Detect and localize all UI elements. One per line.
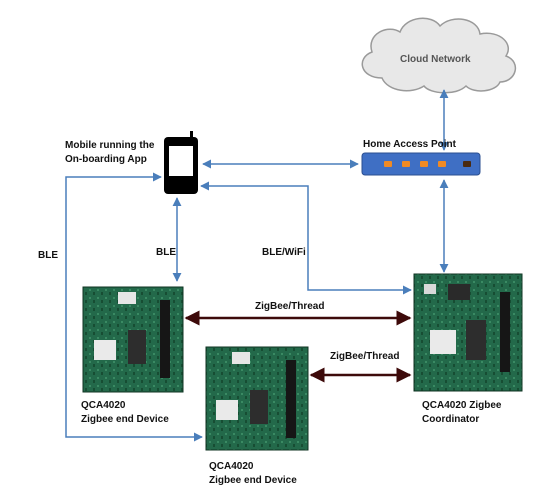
end-device-board bbox=[82, 286, 184, 393]
zigbee-thread-label-2: ZigBee/Thread bbox=[330, 351, 400, 362]
phone-icon bbox=[164, 131, 198, 194]
cloud-label: Cloud Network bbox=[400, 54, 471, 65]
phone-label-line2: On-boarding App bbox=[65, 154, 147, 165]
end-device-2-label-line1: QCA4020 bbox=[209, 461, 254, 472]
coordinator-label-line1: QCA4020 Zigbee bbox=[422, 400, 502, 411]
ble-left-label: BLE bbox=[38, 250, 58, 261]
end-device-1-label-line2: Zigbee end Device bbox=[81, 414, 169, 425]
access-point-icon bbox=[361, 152, 481, 176]
phone-device-ble-left-link bbox=[65, 172, 203, 442]
end-device-board bbox=[205, 346, 309, 451]
coordinator-board bbox=[413, 273, 523, 392]
end-device-1-label-line1: QCA4020 bbox=[81, 400, 126, 411]
access-point-label: Home Access Point bbox=[363, 139, 456, 150]
end-device-2-label-line2: Zigbee end Device bbox=[209, 475, 297, 486]
ble-phone-label: BLE bbox=[156, 247, 176, 258]
ble-wifi-label: BLE/WiFi bbox=[262, 247, 306, 258]
coordinator-label-line2: Coordinator bbox=[422, 414, 480, 425]
phone-label-line1: Mobile running the bbox=[65, 140, 155, 151]
zigbee-thread-label-1: ZigBee/Thread bbox=[255, 301, 325, 312]
phone-coordinator-ble-wifi-link bbox=[200, 181, 412, 295]
